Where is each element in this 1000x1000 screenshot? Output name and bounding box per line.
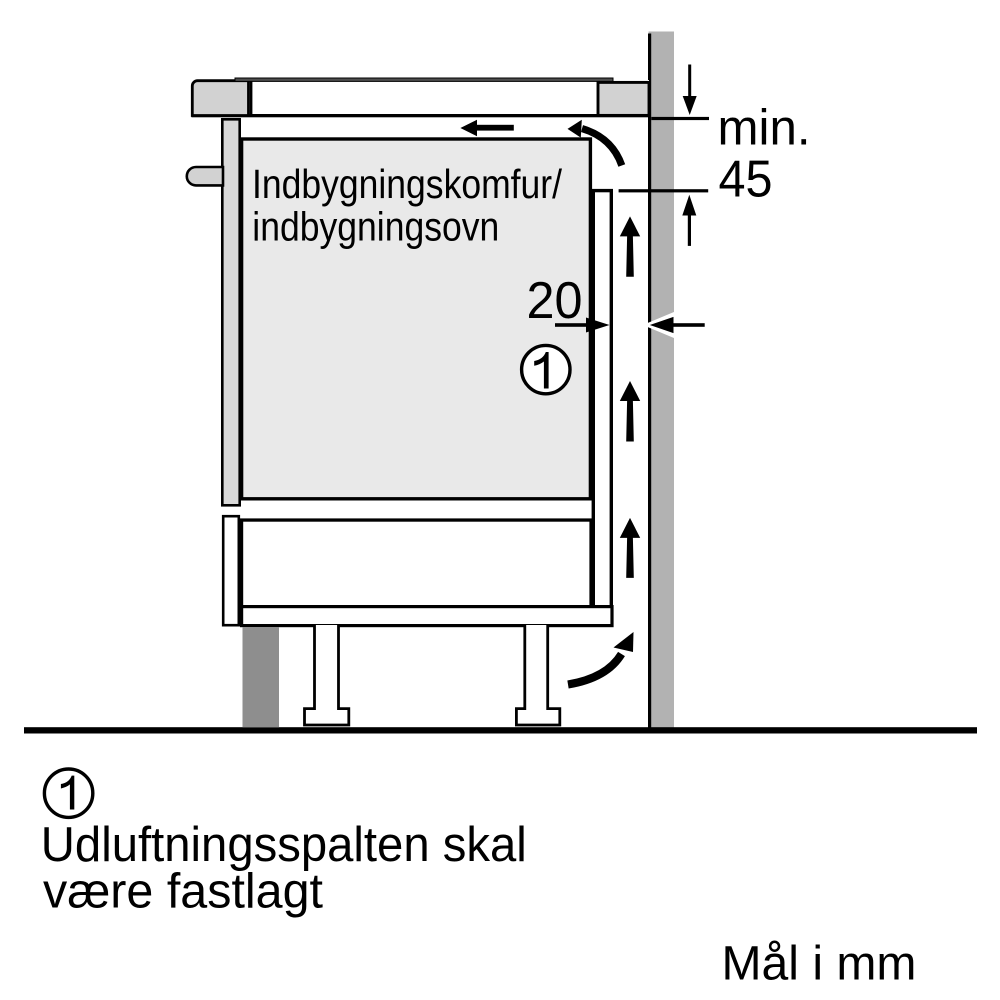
svg-text:45: 45 [719, 150, 773, 208]
svg-text:Mål i mm: Mål i mm [722, 936, 917, 990]
svg-text:min.: min. [718, 100, 811, 156]
svg-text:Udluftningsspalten skal: Udluftningsspalten skal [41, 817, 527, 872]
svg-text:være fastlagt: være fastlagt [43, 864, 323, 919]
svg-text:indbygningsovn: indbygningsovn [252, 204, 499, 250]
svg-text:Indbygningskomfur/: Indbygningskomfur/ [252, 161, 563, 207]
svg-text:20: 20 [527, 272, 583, 330]
